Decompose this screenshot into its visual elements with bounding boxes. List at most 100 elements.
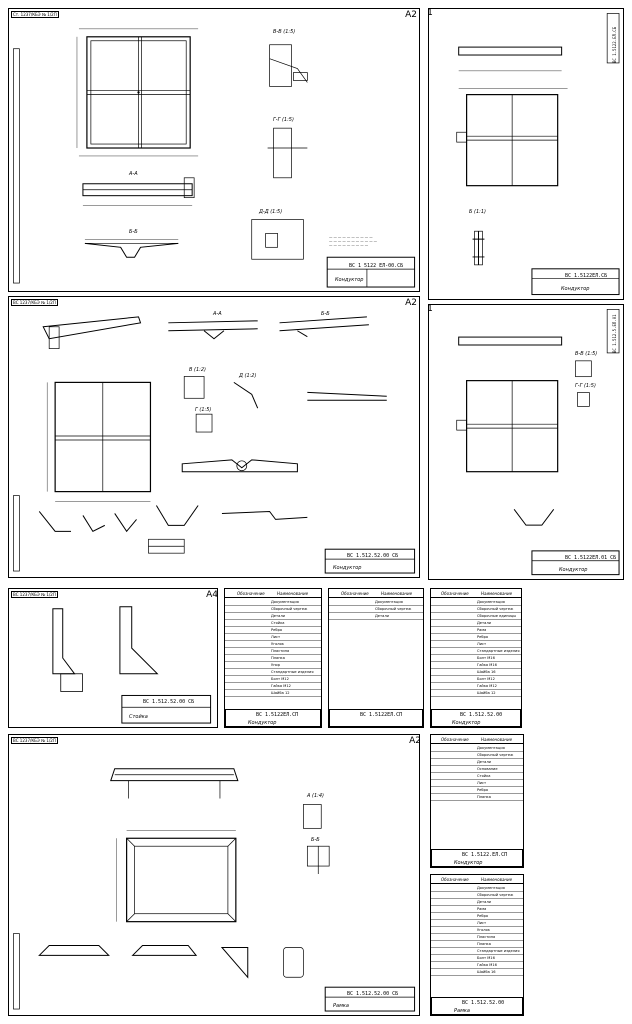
spec-row: Планка bbox=[225, 655, 321, 662]
spec-row-label: Уголок bbox=[477, 928, 490, 932]
spec-row: Ребро bbox=[431, 634, 521, 641]
drawing-sheet-4: А1 ВС 1.512.5.ЕЛ.01 В-В (1:5) Г-Г (1:5) … bbox=[428, 304, 624, 580]
spec-row: Детали bbox=[329, 613, 423, 620]
spec-row: Гайка М16 bbox=[431, 662, 521, 669]
spec-row-label: Планка bbox=[477, 795, 491, 799]
spec-row: Упор bbox=[225, 662, 321, 669]
spec-row-label: Документация bbox=[477, 746, 505, 750]
spec-sheet-11-col-2: Наименование bbox=[481, 877, 513, 882]
sheet-5-stamp-title: Стойка bbox=[129, 714, 148, 720]
spec-row: Шайба 16 bbox=[431, 669, 521, 676]
sheet-2-stamp-code: ВС 1.5122ЕЛ.СБ bbox=[565, 273, 608, 279]
sheet-4-drawing bbox=[456, 309, 620, 576]
sheet-1-view-b: Б-Б bbox=[129, 229, 138, 235]
spec-row-label: Планка bbox=[271, 656, 285, 660]
spec-row-label: Упор bbox=[271, 663, 281, 667]
sheet-1-stamp-code: ВС 1 5122 ЕЛ-00.СБ bbox=[349, 263, 404, 269]
sheet-3-stamp-code: ВС 1.512.52.00 СБ bbox=[347, 553, 399, 559]
spec-row: Документация bbox=[329, 599, 423, 606]
sheet-4-format: А1 bbox=[429, 305, 433, 314]
spec-row: Сборочный чертеж bbox=[431, 606, 521, 613]
spec-sheet-11-stamp-title: Рамка bbox=[454, 1008, 470, 1014]
spec-row-label: Документация bbox=[477, 600, 505, 604]
sheet-1-archive-tag: Ст. 1237/КБЭ № 1/2П bbox=[11, 11, 59, 18]
spec-row: Стойка bbox=[225, 620, 321, 627]
drawing-sheet-5: ВС 1237/КБЭ № 1/2П А4 ВС 1.512.52.00 СБ … bbox=[8, 588, 218, 728]
spec-row-label: Гайка М12 bbox=[477, 684, 497, 688]
spec-row: Гайка М12 bbox=[431, 683, 521, 690]
sheet-9-stamp-title: Рамка bbox=[333, 1003, 349, 1009]
spec-row-label: Лист bbox=[271, 635, 281, 639]
drawing-sheet-1: A2 Ст. 1237/КБЭ № 1/2П А-А Б-Б В-В (1:5)… bbox=[8, 8, 420, 292]
spec-sheet-6-header: Обозначение Наименование bbox=[225, 589, 321, 598]
spec-row-label: Рама bbox=[477, 628, 487, 632]
spec-row: Сборочный чертеж bbox=[225, 606, 321, 613]
spec-row-label: Сборочный чертеж bbox=[477, 607, 514, 611]
spec-sheet-10-header: Обозначение Наименование bbox=[431, 735, 523, 744]
spec-row: Рама bbox=[431, 627, 521, 634]
spec-row-label: Стандартные изделия bbox=[477, 949, 520, 953]
spec-row: Лист bbox=[431, 641, 521, 648]
spec-row: Основание bbox=[431, 766, 523, 773]
sheet-1-view-c: В-В (1:5) bbox=[273, 29, 296, 35]
spec-row: Сборочные единицы bbox=[431, 613, 521, 620]
spec-sheet-6-col-1: Обозначение bbox=[237, 591, 265, 596]
drawing-sheet-3: A2 ВС 1237/КБЭ № 1/2П А-А Б-Б В (1:2) Г … bbox=[8, 296, 420, 578]
spec-row-label: Лист bbox=[477, 921, 487, 925]
sheet-1-view-e: Д-Д (1:5) bbox=[259, 209, 283, 215]
spec-sheet-11-col-1: Обозначение bbox=[441, 877, 469, 882]
spec-row: Детали bbox=[431, 620, 521, 627]
sheet-9-drawing bbox=[13, 768, 416, 1012]
sheet-9-archive-tag: ВС 1237/КБЭ № 1/2П bbox=[11, 737, 58, 744]
spec-row-label: Болт М16 bbox=[477, 956, 495, 960]
spec-row-label: Стандартные изделия bbox=[477, 649, 520, 653]
spec-row: Ребро bbox=[225, 627, 321, 634]
spec-sheet-8-stamp: ВС 1.512.52.00 Кондуктор bbox=[431, 709, 521, 727]
sheet-3-stamp-title: Кондуктор bbox=[333, 565, 362, 571]
spec-row: Стандартные изделия bbox=[225, 669, 321, 676]
sheet-3-view-b: Б-Б bbox=[321, 311, 330, 317]
sheet-3-view-a: А-А bbox=[213, 311, 222, 317]
spec-row-label: Стандартные изделия bbox=[271, 670, 314, 674]
sheet-2-stamp-title: Кондуктор bbox=[561, 286, 590, 292]
spec-row-label: Сборочный чертеж bbox=[477, 753, 514, 757]
sheet-9-view-b: Б-Б bbox=[311, 837, 320, 843]
spec-row-label: Рама bbox=[477, 907, 487, 911]
sheet-3-view-e: Д (1:2) bbox=[239, 373, 257, 379]
sheet-3-view-c: В (1:2) bbox=[189, 367, 206, 373]
spec-row: Гайка М16 bbox=[431, 962, 523, 969]
spec-sheet-7-col-1: Обозначение bbox=[341, 591, 369, 596]
spec-row-label: Стойка bbox=[477, 774, 491, 778]
spec-row: Документация bbox=[431, 745, 523, 752]
spec-row: Детали bbox=[431, 759, 523, 766]
sheet-5-archive-tag: ВС 1237/КБЭ № 1/2П bbox=[11, 591, 58, 598]
spec-sheet-8-col-2: Наименование bbox=[481, 591, 513, 596]
spec-row: Уголок bbox=[431, 927, 523, 934]
spec-sheet-10-stamp: ВС 1.5122.ЕЛ.СП Кондуктор bbox=[431, 849, 523, 867]
drawing-sheet-9: ВС 1237/КБЭ № 1/2П A2 А (1:4) Б-Б ВС 1.5… bbox=[8, 734, 420, 1016]
sheet-2-format: А1 bbox=[429, 9, 433, 18]
spec-row: Шайба 12 bbox=[225, 690, 321, 697]
sheet-3-format: A2 bbox=[405, 298, 417, 308]
spec-row-label: Детали bbox=[477, 900, 491, 904]
spec-row-label: Пластина bbox=[271, 649, 290, 653]
sheet-3-drawing bbox=[13, 316, 416, 574]
spec-sheet-10-col-2: Наименование bbox=[481, 737, 513, 742]
spec-sheet-10-col-1: Обозначение bbox=[441, 737, 469, 742]
spec-sheet-10-stamp-code: ВС 1.5122.ЕЛ.СП bbox=[462, 852, 508, 858]
spec-row: Документация bbox=[431, 599, 521, 606]
sheet-4-stamp-title: Кондуктор bbox=[559, 567, 588, 573]
sheet-1-stamp-title: Кондуктор bbox=[335, 277, 364, 283]
spec-row: Рама bbox=[431, 906, 523, 913]
spec-sheet-11-stamp: ВС 1.512.52.00 Рамка bbox=[431, 997, 523, 1015]
sheet-1-format: A2 bbox=[405, 10, 417, 20]
spec-row-label: Ребро bbox=[477, 635, 489, 639]
spec-row: Стандартные изделия bbox=[431, 948, 523, 955]
spec-sheet-8-stamp-code: ВС 1.512.52.00 bbox=[460, 712, 503, 718]
spec-row-label: Ребро bbox=[477, 788, 489, 792]
spec-row: Ребро bbox=[431, 787, 523, 794]
sheet-1-view-a: А-А bbox=[129, 171, 138, 177]
spec-sheet-7-col-2: Наименование bbox=[381, 591, 413, 596]
